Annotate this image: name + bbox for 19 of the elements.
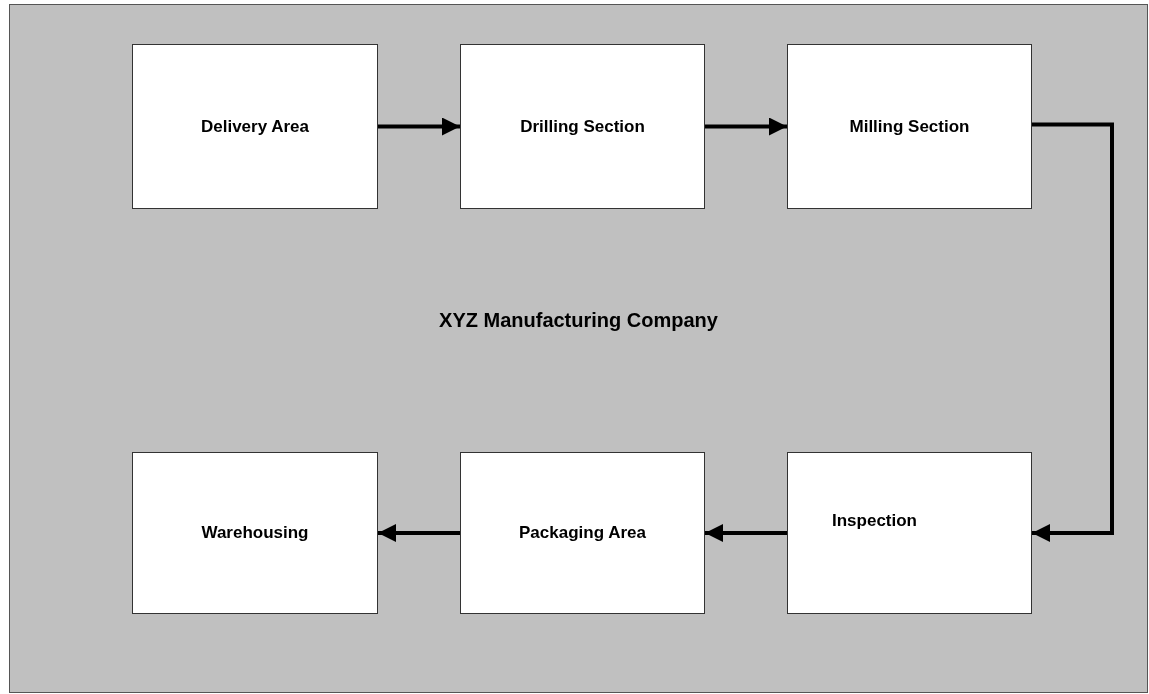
- box-label: Drilling Section: [520, 116, 645, 137]
- process-box: [132, 452, 378, 614]
- process-box: [460, 452, 705, 614]
- process-box: [460, 44, 705, 209]
- box-label: Delivery Area: [200, 116, 310, 137]
- box-label: Inspection: [832, 511, 917, 531]
- box-label: Milling Section: [849, 116, 970, 137]
- arrow: [705, 524, 787, 542]
- arrow: [378, 524, 460, 542]
- process-box: [787, 44, 1032, 209]
- process-box: [132, 44, 378, 209]
- box-label: Packaging Area: [519, 523, 646, 543]
- arrow: [1032, 122, 1114, 542]
- background-panel: [9, 4, 1148, 693]
- panel-label: XYZ Manufacturing Company: [438, 309, 719, 332]
- process-box: [787, 452, 1032, 614]
- arrow: [378, 117, 460, 136]
- arrow: [705, 117, 787, 136]
- box-label: Warehousing: [201, 523, 309, 543]
